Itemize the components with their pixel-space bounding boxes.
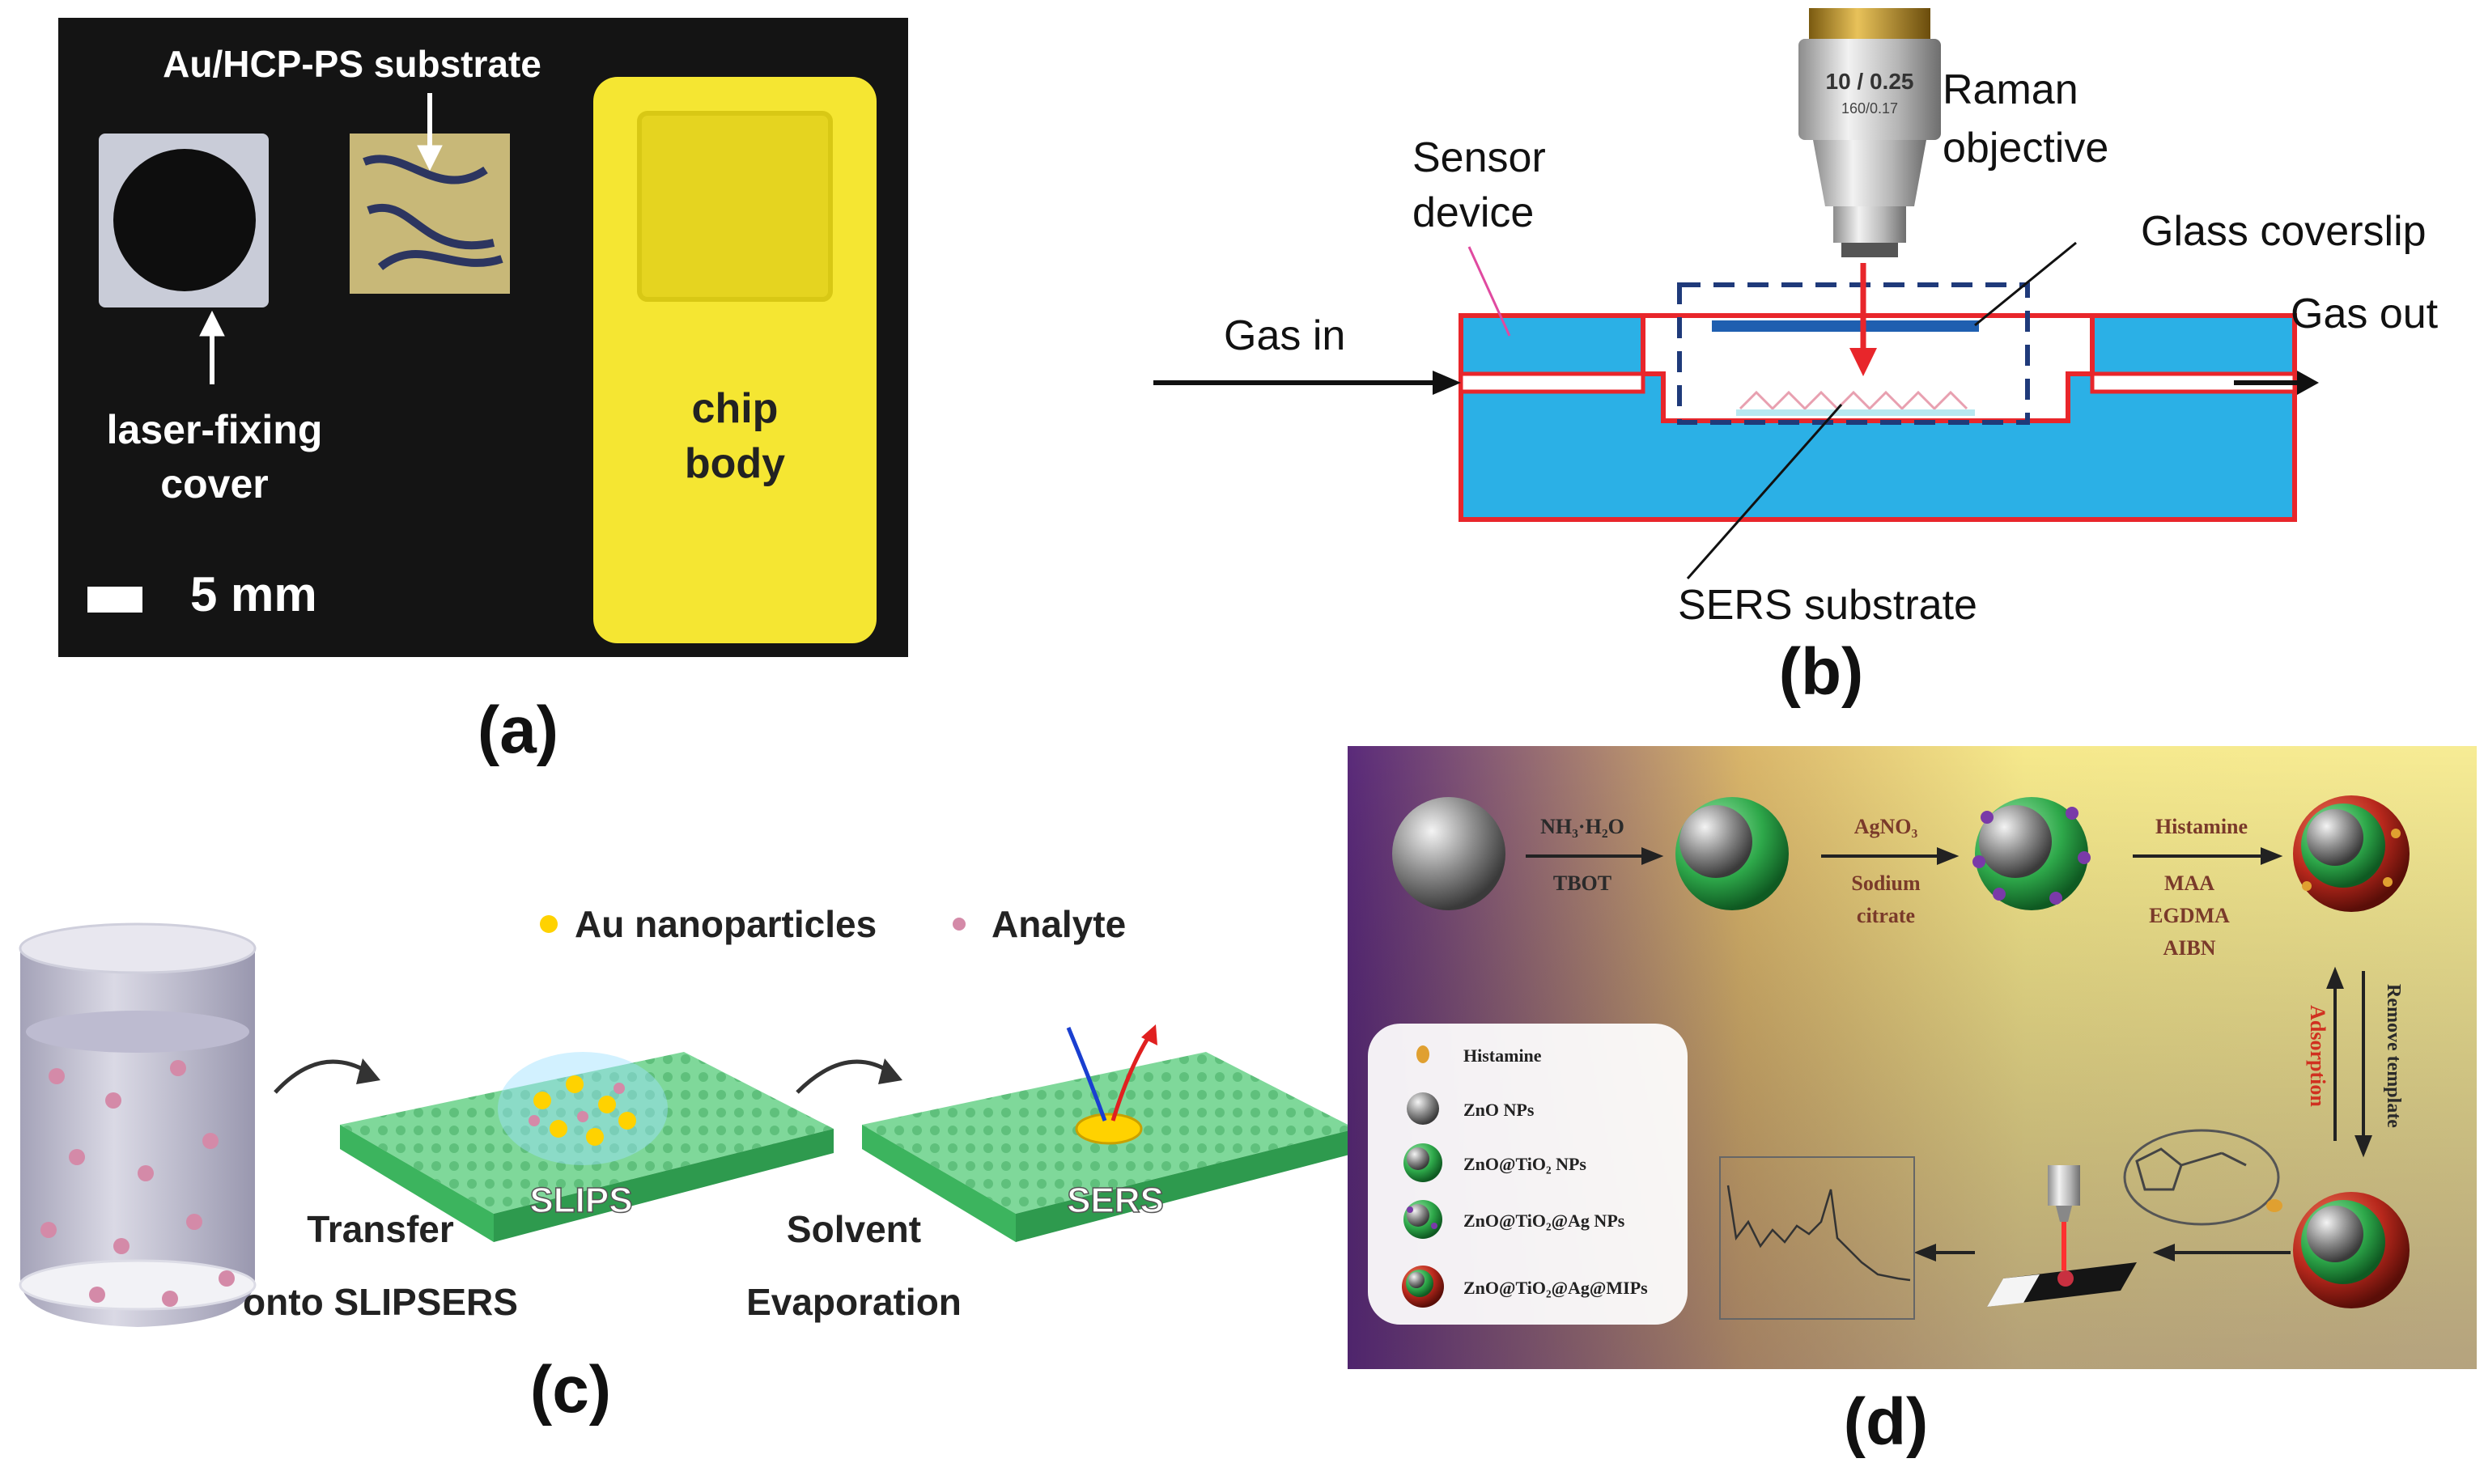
zno-tio2-particle-icon (1675, 797, 1789, 910)
laser-fixing-cover (99, 134, 269, 307)
analyte-legend-dot (953, 918, 966, 931)
transfer-label-line2: onto SLIPSERS (243, 1281, 518, 1323)
sensor-device (1459, 263, 2297, 522)
raman-objective-icon: 10 / 0.25 160/0.17 (1798, 8, 1941, 257)
substrate-label: Au/HCP-PS substrate (163, 43, 541, 85)
mip-particle-removed-icon (2293, 1192, 2410, 1308)
gas-in-arrow (1153, 371, 1461, 395)
step1-bottom-label: TBOT (1553, 871, 1611, 895)
scale-bar (87, 587, 142, 613)
panel-a-arrows (199, 93, 443, 384)
scale-label: 5 mm (190, 567, 317, 621)
coverslip-label: Glass coverslip (2141, 208, 2427, 255)
remove-template-label: Remove template (2383, 984, 2404, 1128)
chip-label-line1: chip (692, 385, 779, 432)
step2-bottom-label2: citrate (1857, 904, 1915, 927)
synthesis-arrows (1526, 847, 2372, 1261)
transfer-curved-arrow (274, 1059, 370, 1094)
panel-a-label: (a) (478, 693, 558, 767)
lens-text-small: 160/0.17 (1841, 100, 1898, 117)
panel-c: Au nanoparticles Analyte SLIPS SERS Tran… (19, 903, 1356, 1427)
cover-label-line2: cover (160, 461, 268, 507)
sensor-label-line1: Sensor (1412, 134, 1546, 181)
transfer-label-line1: Transfer (307, 1208, 454, 1250)
mip-particle-icon (2293, 795, 2410, 912)
step2-top-label: AgNO₃ (1854, 815, 1918, 838)
solvent-label-line2: Evaporation (746, 1281, 962, 1323)
panel-a: Au/HCP-PS substrate laser-fixing cover c… (58, 18, 908, 767)
raman-label-line1: Raman (1943, 66, 2078, 113)
raman-label-line2: objective (1943, 125, 2108, 172)
legend-zno-tio2: ZnO@TiO₂ NPs (1463, 1154, 1586, 1174)
chip-body (593, 77, 877, 643)
step1-top-label: NH₃·H₂O (1540, 815, 1624, 838)
solvent-label-line1: Solvent (787, 1208, 921, 1250)
histamine-molecule-bubble (2123, 1129, 2282, 1226)
step3-bottom-label2: EGDMA (2149, 904, 2230, 927)
legend-zno: ZnO NPs (1463, 1100, 1535, 1120)
step3-top-label: Histamine (2155, 815, 2248, 838)
sers-label: SERS (1067, 1181, 1164, 1220)
chip-label-line2: body (685, 440, 785, 487)
panel-b-label: (b) (1779, 635, 1864, 709)
step3-bottom-label1: MAA (2164, 871, 2214, 895)
sers-substrate-label: SERS substrate (1678, 582, 1977, 629)
sers-plate (862, 1024, 1356, 1242)
sensor-label-line2: device (1412, 189, 1534, 236)
beaker-icon (19, 922, 257, 1327)
au-legend-label: Au nanoparticles (575, 903, 877, 945)
panel-d-label: (d) (1844, 1385, 1929, 1459)
panel-d-legend: Histamine ZnO NPs ZnO@TiO₂ NPs ZnO@TiO₂@… (1368, 1024, 1688, 1325)
slips-plate (340, 1052, 834, 1242)
raman-laser-slide-icon (1987, 1165, 2137, 1307)
legend-histamine: Histamine (1463, 1045, 1542, 1066)
panel-d: NH₃·H₂O TBOT AgNO₃ Sodium citrate Histam… (1348, 746, 2477, 1459)
legend-zno-tio2-ag-mips: ZnO@TiO₂@Ag@MIPs (1463, 1278, 1648, 1298)
step2-bottom-label1: Sodium (1851, 871, 1921, 895)
legend-zno-tio2-ag: ZnO@TiO₂@Ag NPs (1463, 1211, 1625, 1231)
adsorption-label: Adsorption (2306, 1005, 2329, 1107)
evaporation-curved-arrow (796, 1059, 892, 1094)
gas-out-arrow (2234, 371, 2319, 395)
gas-out-label: Gas out (2291, 290, 2439, 337)
zno-sphere-icon (1392, 797, 1505, 910)
gas-in-label: Gas in (1224, 312, 1345, 359)
panel-c-label: (c) (530, 1353, 611, 1427)
panel-b: 10 / 0.25 160/0.17 (1153, 8, 2439, 709)
au-legend-dot (540, 915, 558, 933)
step3-bottom-label3: AIBN (2163, 936, 2215, 960)
raman-spectrum-thumbnail (1719, 1156, 1915, 1320)
zno-tio2-ag-particle-icon (1972, 797, 2091, 910)
lens-text: 10 / 0.25 (1826, 69, 1914, 94)
slips-label: SLIPS (529, 1181, 632, 1220)
cover-label-line1: laser-fixing (107, 407, 323, 452)
analyte-legend-label: Analyte (991, 903, 1126, 945)
